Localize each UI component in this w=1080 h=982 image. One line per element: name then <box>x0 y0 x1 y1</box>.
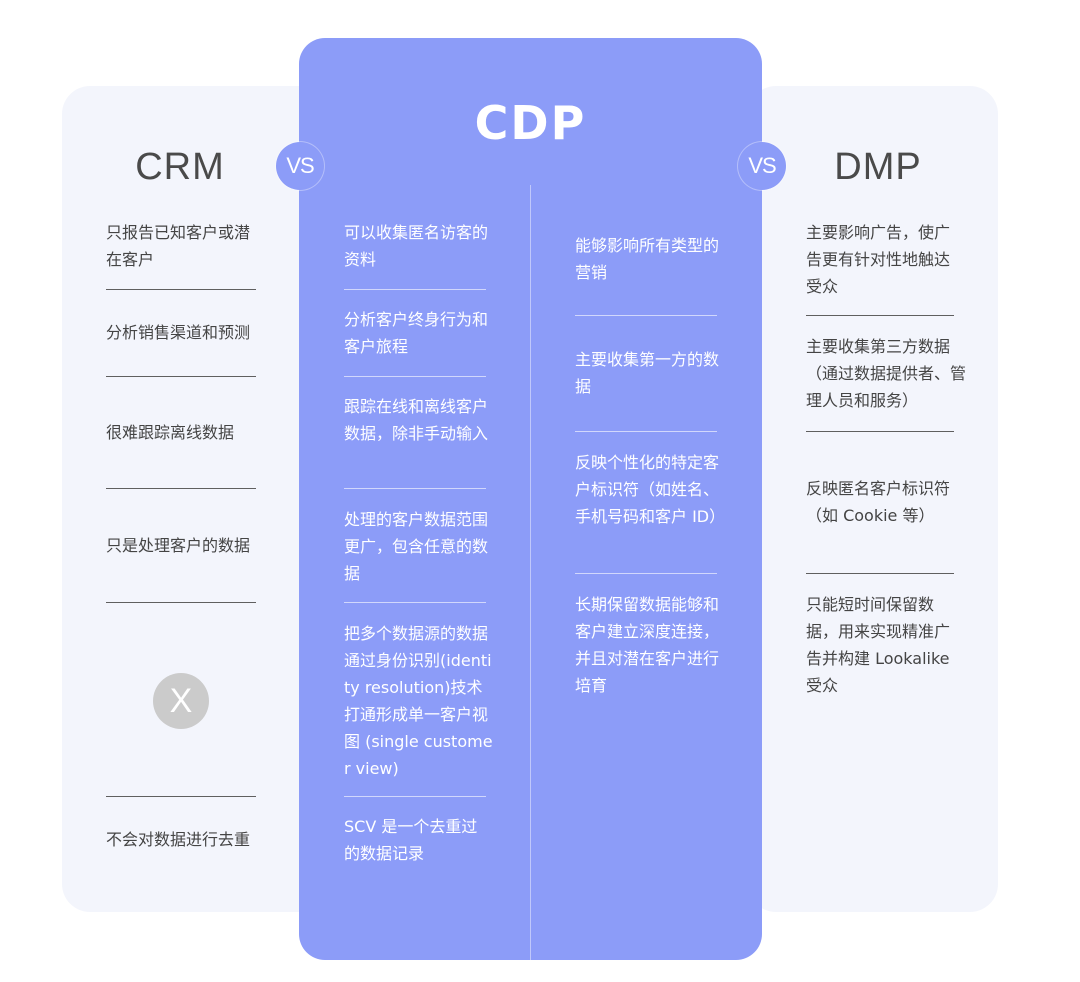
crm-item: 很难跟踪离线数据 <box>106 423 235 442</box>
cdp-right-separator <box>575 315 717 316</box>
cdp-left-separator <box>344 602 486 603</box>
dmp-separator <box>806 573 954 574</box>
cdp-left-item: 跟踪在线和离线客户数据，除非手动输入 <box>344 397 489 443</box>
vs-badge-left: VS <box>276 142 324 190</box>
crm-separator <box>106 376 256 377</box>
dmp-item: 反映匿名客户标识符（如 Cookie 等） <box>806 479 951 525</box>
cdp-right-item: 反映个性化的特定客户标识符（如姓名、手机号码和客户 ID） <box>575 453 726 526</box>
cdp-left-item: SCV 是一个去重过的数据记录 <box>344 817 478 863</box>
cdp-column-divider <box>530 185 531 960</box>
crm-separator <box>106 488 256 489</box>
crm-title: CRM <box>135 146 225 188</box>
cdp-left-item: 可以收集匿名访客的资料 <box>344 223 489 269</box>
vs-badge-right: VS <box>738 142 786 190</box>
cdp-left-item: 处理的客户数据范围更广，包含任意的数据 <box>344 510 489 583</box>
crm-panel <box>62 86 332 912</box>
dmp-title: DMP <box>834 146 922 188</box>
cdp-right-separator <box>575 573 717 574</box>
cdp-left-separator <box>344 796 486 797</box>
cdp-right-separator <box>575 431 717 432</box>
dmp-item: 主要影响广告，使广告更有针对性地触达受众 <box>806 223 951 296</box>
crm-separator <box>106 796 256 797</box>
cdp-left-separator <box>344 289 486 290</box>
crm-item: 只报告已知客户或潜在客户 <box>106 223 251 269</box>
dmp-panel <box>748 86 998 912</box>
dmp-separator <box>806 315 954 316</box>
cdp-left-separator <box>344 376 486 377</box>
cdp-right-item: 能够影响所有类型的营销 <box>575 236 720 282</box>
cdp-left-item: 分析客户终身行为和客户旅程 <box>344 310 489 356</box>
cdp-title: CDP <box>474 96 587 150</box>
cdp-right-item: 长期保留数据能够和客户建立深度连接，并且对潜在客户进行培育 <box>575 595 720 695</box>
cdp-left-item: 把多个数据源的数据通过身份识别(identity resolution)技术打通… <box>344 624 493 778</box>
crm-separator <box>106 289 256 290</box>
dmp-separator <box>806 431 954 432</box>
x-icon: X <box>153 673 209 729</box>
dmp-item: 只能短时间保留数据，用来实现精准广告并构建 Lookalike 受众 <box>806 595 951 695</box>
cdp-left-separator <box>344 488 486 489</box>
crm-item: 不会对数据进行去重 <box>106 830 251 849</box>
dmp-item: 主要收集第三方数据（通过数据提供者、管理人员和服务） <box>806 337 967 410</box>
cdp-right-item: 主要收集第一方的数据 <box>575 350 720 396</box>
crm-separator <box>106 602 256 603</box>
crm-item: 只是处理客户的数据 <box>106 536 251 555</box>
cdp-panel <box>299 38 762 960</box>
crm-item: 分析销售渠道和预测 <box>106 323 251 342</box>
